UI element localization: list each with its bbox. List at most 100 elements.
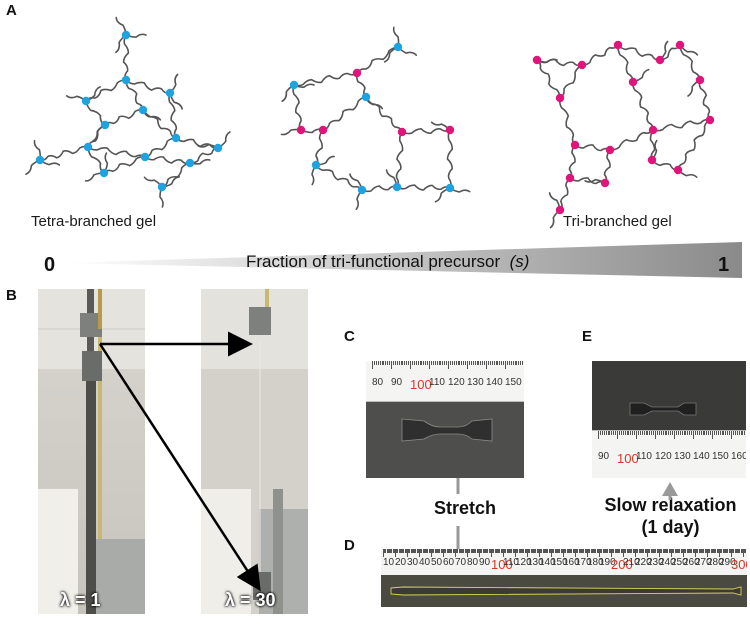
- polymer-strand: [293, 72, 358, 87]
- ruler-number: 170: [575, 557, 592, 568]
- polymer-strand: [85, 79, 127, 102]
- stretch-label: Stretch: [433, 498, 496, 518]
- ruler-number: 290: [719, 557, 736, 568]
- crosslink-node: [185, 158, 195, 168]
- ruler-number: 110: [429, 377, 445, 388]
- polymer-strand: [315, 129, 324, 166]
- polymer-strand: [569, 177, 606, 185]
- crosslink-node: [99, 168, 109, 178]
- photo-lambda-30: [201, 289, 308, 614]
- ruler-number: 260: [683, 557, 700, 568]
- polymer-strand: [125, 79, 144, 111]
- ruler-number: 10: [383, 557, 395, 568]
- ruler-number: 100: [410, 377, 432, 392]
- polymer-strand: [315, 164, 363, 191]
- polymer-strand: [651, 159, 679, 171]
- polymer-strand: [292, 84, 302, 131]
- crosslink-node: [613, 40, 623, 50]
- panel-label-a: A: [6, 2, 17, 19]
- ruler-number: 210: [623, 557, 640, 568]
- polymer-strand: [617, 44, 634, 83]
- polymer-strand: [142, 109, 177, 139]
- crosslink-node: [555, 93, 565, 103]
- ruler-number: 300: [731, 557, 747, 572]
- crosslink-node: [121, 75, 131, 85]
- ruler-number: 120: [448, 377, 465, 388]
- crosslink-node: [445, 183, 455, 193]
- polymer-strand: [559, 64, 583, 99]
- relaxation-label: Slow relaxation (1 day): [593, 494, 748, 538]
- polymer-strand: [649, 129, 656, 161]
- panel-label-c: C: [344, 328, 355, 345]
- polymer-strand: [168, 92, 178, 139]
- lambda-30-label: λ = 30: [225, 590, 276, 610]
- panel-label-b: B: [6, 287, 17, 304]
- polymer-strand: [122, 34, 130, 81]
- polymer-strand: [356, 46, 399, 74]
- polymer-strand: [617, 44, 661, 61]
- panel-label-d: D: [344, 537, 355, 554]
- ruler-number: 270: [695, 557, 712, 568]
- ruler-number: 110: [503, 557, 519, 568]
- polymer-strand: [39, 145, 89, 162]
- ruler-number: 150: [505, 377, 522, 388]
- crosslink-node: [647, 155, 657, 165]
- ruler-number: 100: [491, 557, 513, 572]
- stretch-arrows: [98, 331, 261, 592]
- ruler-number: 160: [563, 557, 580, 568]
- crosslink-node: [83, 142, 93, 152]
- polymer-strand: [125, 79, 171, 94]
- crosslink-node: [532, 55, 542, 65]
- crosslink-nodes: [35, 30, 715, 215]
- ruler-number: 130: [527, 557, 544, 568]
- polymer-strand: [361, 185, 398, 193]
- crosslink-node: [140, 152, 150, 162]
- relaxation-label-line2: (1 day): [641, 517, 700, 537]
- arrow-diagonal: [98, 343, 261, 592]
- axis-symbol: (s): [509, 252, 530, 271]
- ruler-number: 140: [539, 557, 556, 568]
- crosslink-node: [392, 182, 402, 192]
- ruler-number: 180: [587, 557, 604, 568]
- crosslink-node: [357, 185, 367, 195]
- polymer-strand: [446, 129, 454, 189]
- crosslink-node: [605, 145, 615, 155]
- polymer-strands: [25, 16, 711, 229]
- ruler-number: 40: [419, 557, 431, 568]
- polymer-strand: [568, 144, 576, 179]
- panel-label-e: E: [582, 328, 593, 345]
- crosslink-node: [565, 173, 575, 183]
- crosslink-node: [121, 30, 131, 40]
- crosslink-node: [577, 60, 587, 70]
- ruler-number: 160: [731, 451, 746, 462]
- polymer-strand: [659, 44, 681, 61]
- ruler-number: 200: [611, 557, 633, 572]
- lambda-1-label: λ = 1: [60, 590, 101, 610]
- polymer-strand: [144, 137, 177, 158]
- ruler-number: 120: [655, 451, 672, 462]
- ruler-number: 120: [515, 557, 532, 568]
- polymer-strand: [87, 146, 146, 158]
- crosslink-node: [296, 125, 306, 135]
- axis-end-one: 1: [718, 254, 730, 276]
- crosslink-node: [165, 88, 175, 98]
- crosslink-node: [648, 125, 658, 135]
- crosslink-node: [138, 105, 148, 115]
- crosslink-node: [100, 120, 110, 130]
- axis-label: Fraction of tri-functional precursor (s): [246, 252, 529, 272]
- crosslink-node: [600, 178, 610, 188]
- crosslink-node: [397, 127, 407, 137]
- polymer-strand: [401, 127, 451, 135]
- crosslink-node: [705, 115, 715, 125]
- polymer-strand: [395, 131, 404, 188]
- crosslink-node: [673, 165, 683, 175]
- ruler-number: 30: [407, 557, 419, 568]
- polymer-strand: [87, 146, 105, 174]
- crosslink-node: [157, 182, 167, 192]
- ruler-number: 70: [455, 557, 467, 568]
- ruler-number: 20: [395, 557, 407, 568]
- crosslink-node: [361, 92, 371, 102]
